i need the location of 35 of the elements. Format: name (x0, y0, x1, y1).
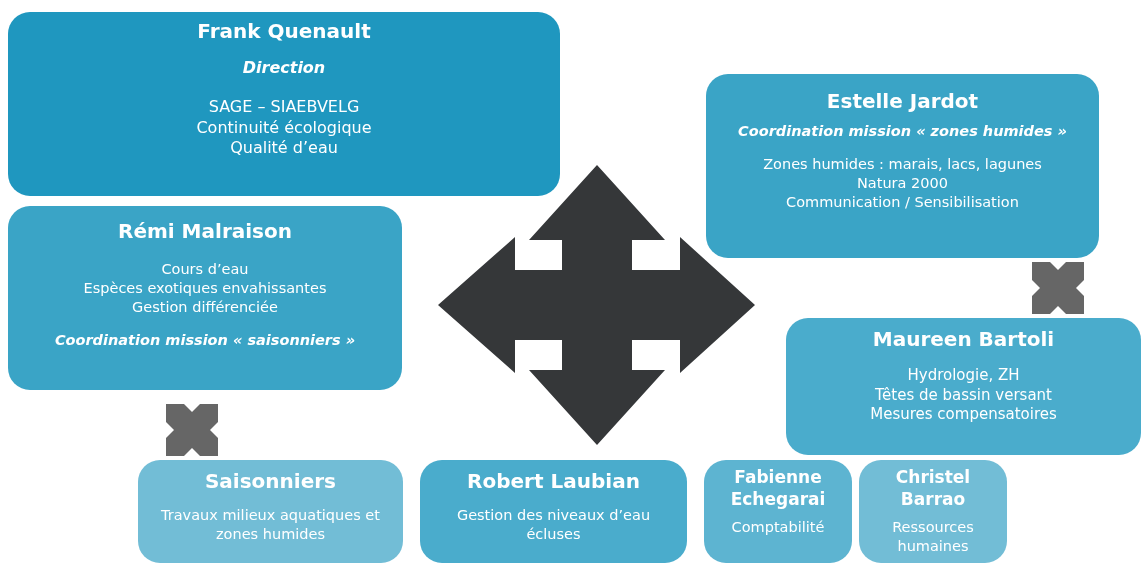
team-member-card (859, 460, 1007, 563)
person-name: Fabienne Echegarai (729, 466, 827, 511)
person-name: Frank Quenault (197, 18, 371, 44)
task-text: Zones humides : marais, lacs, lagunes (763, 154, 1042, 174)
team-member-card (706, 74, 1099, 258)
task-text: Têtes de bassin versant (875, 385, 1052, 405)
task-text: SAGE – SIAEBVELG (208, 96, 360, 118)
task-text: Gestion des niveaux d’eau écluses (455, 506, 652, 544)
team-member-card (138, 460, 403, 563)
team-member-card (8, 12, 560, 196)
task-text: Hydrologie, ZH (907, 366, 1020, 386)
person-name: Christel Barrao (894, 466, 972, 511)
role-title: Coordination mission « saisonniers » (54, 330, 356, 350)
role-title: Direction (242, 58, 326, 79)
person-name: Saisonniers (204, 468, 337, 494)
task-text: Communication / Sensibilisation (786, 192, 1019, 212)
task-text: Espèces exotiques envahissantes (83, 278, 327, 298)
task-text: Comptabilité (731, 518, 825, 538)
task-text: Qualité d’eau (230, 138, 338, 160)
task-text: Continuité écologique (196, 117, 372, 139)
person-name: Rémi Malraison (118, 218, 292, 244)
role-title: Coordination mission « zones humides » (738, 122, 1067, 141)
task-text: Mesures compensatoires (870, 405, 1057, 425)
team-member-card (8, 206, 402, 390)
task-text: Natura 2000 (857, 173, 948, 193)
team-member-card (420, 460, 687, 563)
team-member-card (786, 318, 1141, 455)
task-text: Travaux milieux aquatiques et zones humides (160, 506, 381, 544)
person-name: Maureen Bartoli (872, 326, 1055, 352)
task-text: Ressources humaines (891, 518, 975, 556)
person-name: Estelle Jardot (826, 88, 979, 114)
task-text: Cours d’eau (161, 260, 249, 279)
person-name: Robert Laubian (467, 468, 640, 494)
team-member-card (704, 460, 852, 563)
task-text: Gestion différenciée (132, 297, 278, 317)
